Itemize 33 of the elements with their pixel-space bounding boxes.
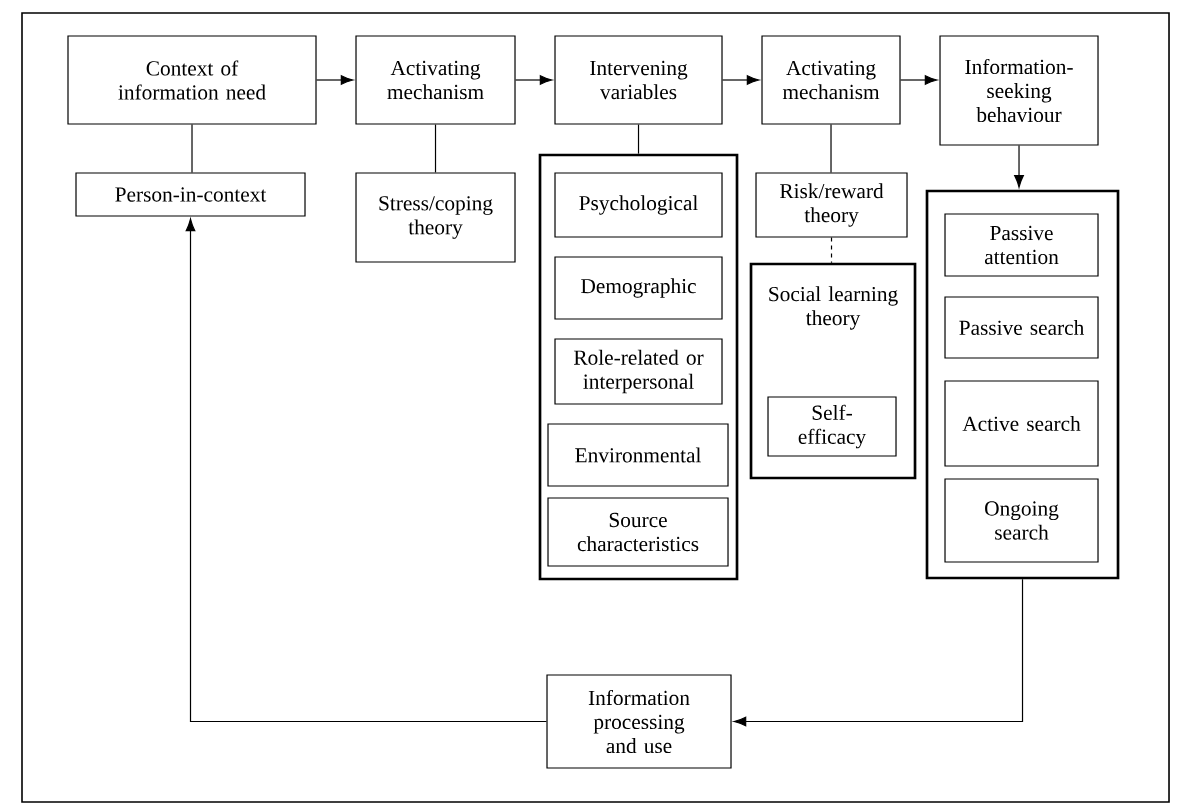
- text-box: Information processing and use: [546, 674, 732, 769]
- text-box: Self-efficacy: [767, 396, 897, 457]
- arrow: [515, 75, 553, 85]
- arrow: [733, 578, 1024, 727]
- connector-line: [191, 124, 193, 173]
- text-box: Information-seeking behaviour: [939, 35, 1099, 146]
- text-box: Person-in-context: [75, 172, 306, 217]
- text-box: Psychological: [554, 172, 723, 238]
- text-box: Context of information need: [67, 35, 317, 125]
- text-box: Intervening variables: [554, 35, 723, 125]
- connector-line: [637, 124, 640, 155]
- text-box: Active search: [944, 380, 1099, 467]
- text-box: Source characteristics: [547, 497, 729, 567]
- text-box: Activating mechanism: [355, 35, 516, 125]
- text-box: Role-related or interpersonal: [554, 338, 723, 405]
- group-box: [925, 189, 1120, 580]
- text-box: Environmental: [547, 423, 729, 487]
- group-box: [538, 153, 739, 581]
- text-box: Ongoing search: [944, 478, 1099, 563]
- arrow: [1014, 145, 1024, 188]
- arrow: [185, 218, 547, 723]
- text-box: Activating mechanism: [761, 35, 901, 125]
- text-box: Passive search: [944, 296, 1099, 359]
- connector-line: [830, 237, 833, 264]
- arrow: [722, 75, 760, 85]
- text-box: Stress/coping theory: [355, 172, 516, 263]
- text-box: Passive attention: [944, 213, 1099, 277]
- connector-line: [830, 124, 832, 173]
- connector-line: [434, 124, 437, 173]
- text-box: Demographic: [554, 256, 723, 320]
- arrow: [316, 75, 354, 85]
- arrow: [900, 75, 938, 85]
- text-box: Risk/reward theory: [755, 172, 908, 238]
